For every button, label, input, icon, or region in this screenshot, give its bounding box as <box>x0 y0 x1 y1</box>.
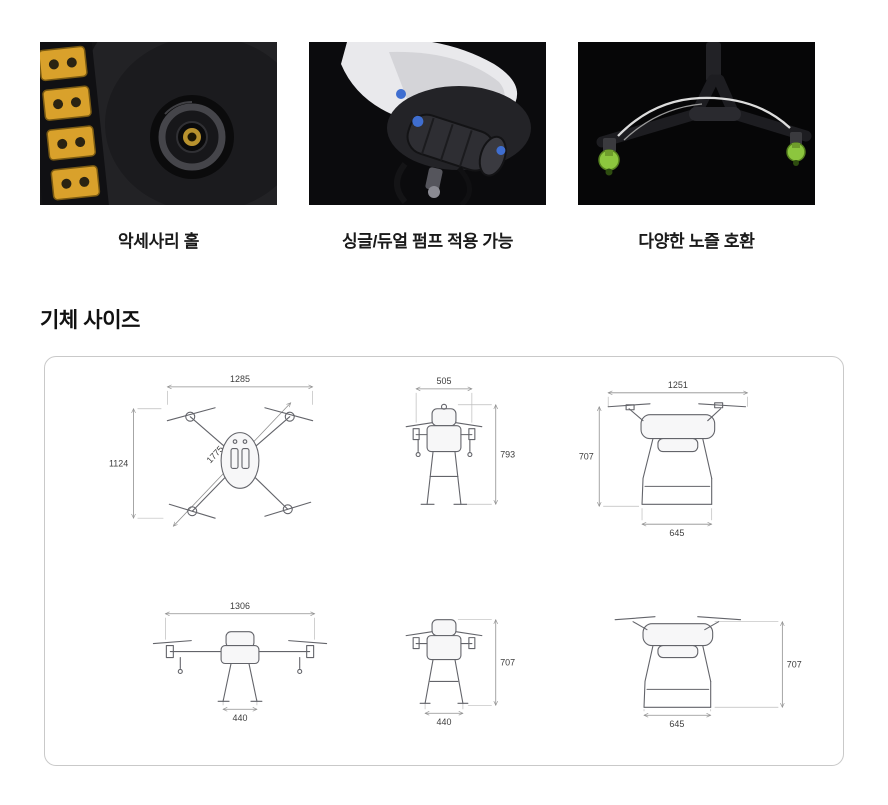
side-view-drawing <box>607 402 747 505</box>
feature-caption: 싱글/듀얼 펌프 적용 가능 <box>341 232 514 251</box>
view-side: 1251 707 645 <box>579 380 749 538</box>
connector-rail <box>40 42 110 205</box>
dim-label: 707 <box>787 659 802 669</box>
nozzle-photo <box>578 42 815 205</box>
size-diagram: 1285 1124 1775 <box>109 374 802 729</box>
view-front-wide: 1306 440 <box>152 601 328 723</box>
feature-pump: 싱글/듀얼 펌프 적용 가능 <box>309 42 546 252</box>
feature-nozzle: 다양한 노즐 호환 <box>578 42 815 252</box>
dim-label: 1285 <box>230 374 250 384</box>
rear-view-drawing <box>405 619 483 704</box>
dim-label: 793 <box>500 450 515 460</box>
page: 악세사리 홀 <box>0 0 888 766</box>
dim-label: 707 <box>500 657 515 667</box>
dim-label: 505 <box>437 376 452 386</box>
feature-accessory-hole: 악세사리 홀 <box>40 42 277 252</box>
side-folded-drawing <box>614 616 742 708</box>
dim-label: 1306 <box>230 601 250 611</box>
feature-strip: 악세사리 홀 <box>0 0 888 252</box>
dim-label: 645 <box>669 528 684 538</box>
view-rear: 707 440 <box>405 618 515 727</box>
view-front-compact: 505 793 <box>405 376 515 506</box>
accessory-hole-photo <box>40 42 277 205</box>
pump-body <box>406 113 507 177</box>
feature-caption: 다양한 노즐 호환 <box>638 232 755 251</box>
size-diagram-box: 1285 1124 1775 <box>44 356 844 766</box>
view-side-folded: 707 645 <box>614 616 802 729</box>
view-top: 1285 1124 1775 <box>109 374 314 527</box>
dim-label: 440 <box>233 713 248 723</box>
front-wide-drawing <box>152 631 328 702</box>
nozzle-right <box>786 132 806 166</box>
nozzle-left <box>598 138 620 176</box>
pump-photo <box>309 42 546 205</box>
size-section-title: 기체 사이즈 <box>40 309 141 332</box>
front-compact-drawing <box>405 403 483 505</box>
dim-label: 1124 <box>109 458 128 468</box>
dim-label: 440 <box>437 717 452 727</box>
accessory-hole-socket <box>150 95 234 179</box>
dim-label: 707 <box>579 451 594 461</box>
top-view-drawing <box>166 407 314 519</box>
dim-label: 645 <box>669 719 684 729</box>
dim-label: 1251 <box>668 380 688 390</box>
feature-caption: 악세사리 홀 <box>117 232 200 251</box>
